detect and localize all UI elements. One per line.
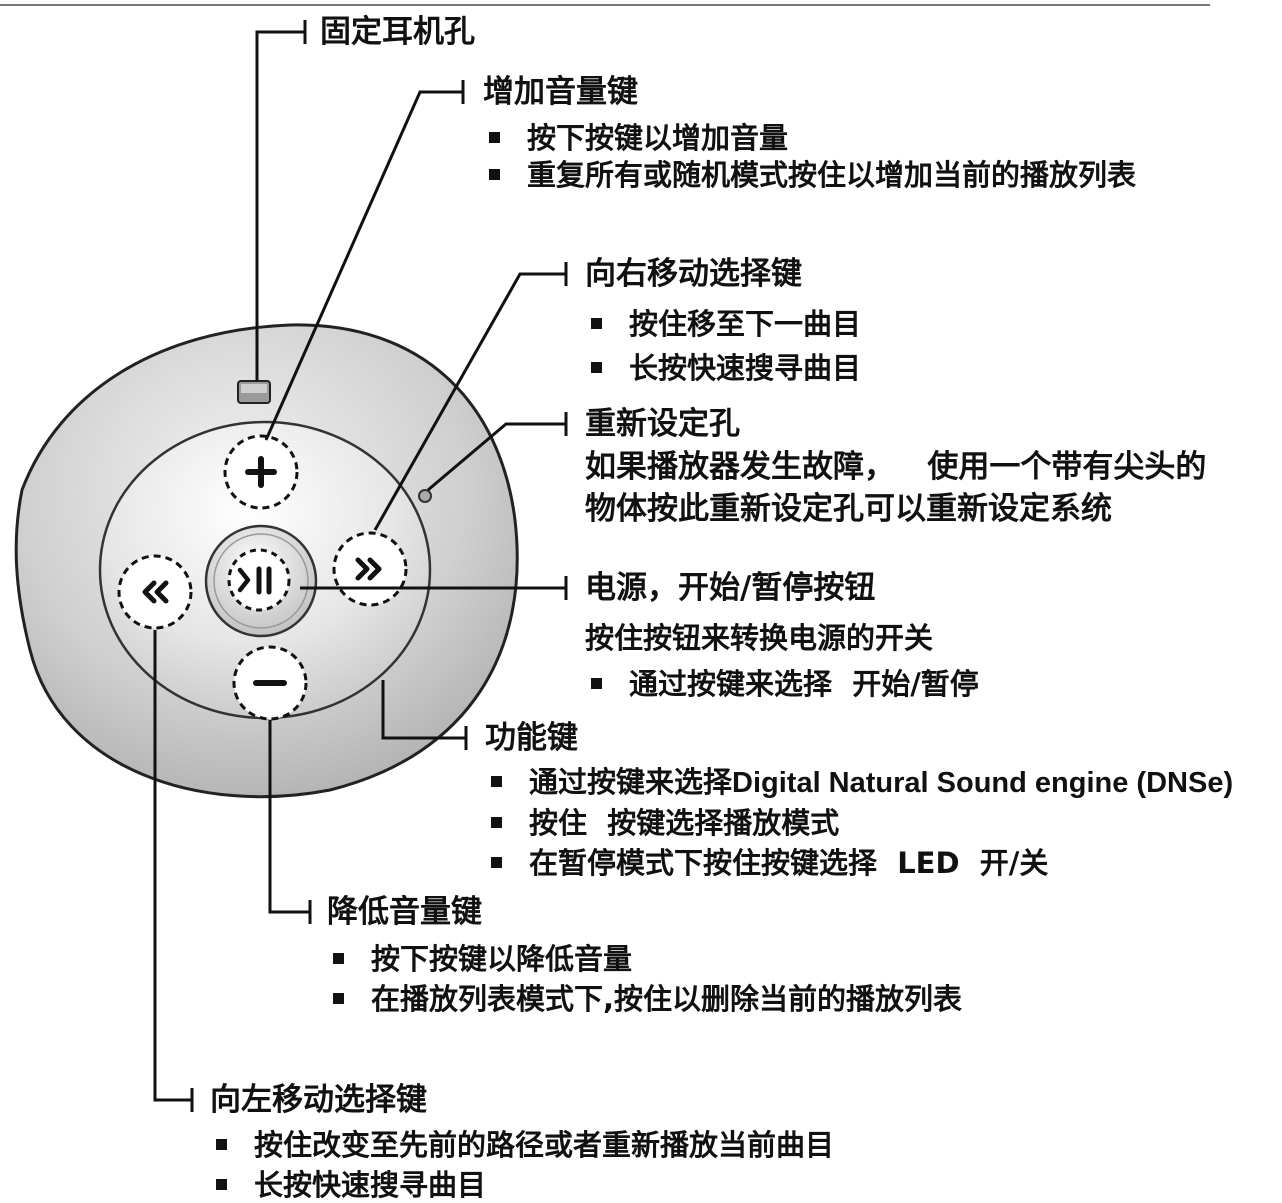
next-button[interactable] — [332, 531, 408, 607]
reset-title: 重新设定孔 — [585, 406, 740, 442]
list-item: 通过按键来选择 开始/暂停 — [585, 670, 979, 699]
reset-hole — [418, 489, 432, 503]
power-bullets: 通过按键来选择 开始/暂停 — [585, 670, 979, 699]
double-chevron-right-icon — [355, 557, 382, 581]
list-item: 按下按键以降低音量 — [327, 945, 962, 974]
power-title: 电源，开始/暂停按钮 — [585, 570, 876, 606]
leader-lines — [153, 20, 568, 1112]
list-item: 按住移至下一曲目 — [585, 310, 861, 339]
list-item: 在播放列表模式下,按住以删除当前的播放列表 — [327, 985, 962, 1014]
plus-icon — [245, 456, 277, 488]
list-item: 长按快速搜寻曲目 — [210, 1171, 834, 1200]
list-item: 通过按键来选择Digital Natural Sound engine (DNS… — [485, 768, 1233, 798]
volume-down-bullets: 按下按键以降低音量 在播放列表模式下,按住以删除当前的播放列表 — [327, 945, 962, 1014]
reset-line-1: 如果播放器发生故障， 使用一个带有尖头的 — [585, 449, 1207, 485]
list-item: 长按快速搜寻曲目 — [585, 354, 861, 383]
right-select-title: 向右移动选择键 — [585, 256, 802, 292]
hold-earphone-title: 固定耳机孔 — [320, 14, 475, 50]
volume-up-button[interactable] — [223, 434, 299, 510]
list-item: 重复所有或随机模式按住以增加当前的播放列表 — [483, 161, 1136, 190]
play-pause-icon — [237, 566, 272, 595]
previous-button[interactable] — [117, 554, 193, 630]
list-item: 在暂停模式下按住按键选择 LED 开/关 — [485, 849, 1233, 878]
power-note: 按住按钮来转换电源的开关 — [585, 621, 934, 655]
volume-up-title: 增加音量键 — [483, 74, 638, 110]
reset-line-2: 物体按此重新设定孔可以重新设定系统 — [585, 491, 1112, 527]
right-select-bullets: 按住移至下一曲目 长按快速搜寻曲目 — [585, 310, 861, 383]
left-select-bullets: 按住改变至先前的路径或者重新播放当前曲目 长按快速搜寻曲目 — [210, 1131, 834, 1200]
dnse-text: Digital Natural Sound engine (DNSe) — [732, 767, 1234, 799]
list-item: 按住改变至先前的路径或者重新播放当前曲目 — [210, 1131, 834, 1160]
play-pause-button[interactable] — [204, 524, 318, 638]
function-bullets: 通过按键来选择Digital Natural Sound engine (DNS… — [485, 768, 1233, 878]
list-item: 按下按键以增加音量 — [483, 124, 1136, 153]
function-bullet-text: 通过按键来选择 — [529, 765, 733, 799]
double-chevron-left-icon — [142, 580, 169, 604]
volume-up-bullets: 按下按键以增加音量 重复所有或随机模式按住以增加当前的播放列表 — [483, 124, 1136, 190]
function-title: 功能键 — [485, 720, 578, 756]
list-item: 按住 按键选择播放模式 — [485, 809, 1233, 838]
left-select-title: 向左移动选择键 — [210, 1082, 427, 1118]
volume-down-button[interactable] — [232, 645, 308, 721]
volume-down-title: 降低音量键 — [327, 894, 482, 930]
